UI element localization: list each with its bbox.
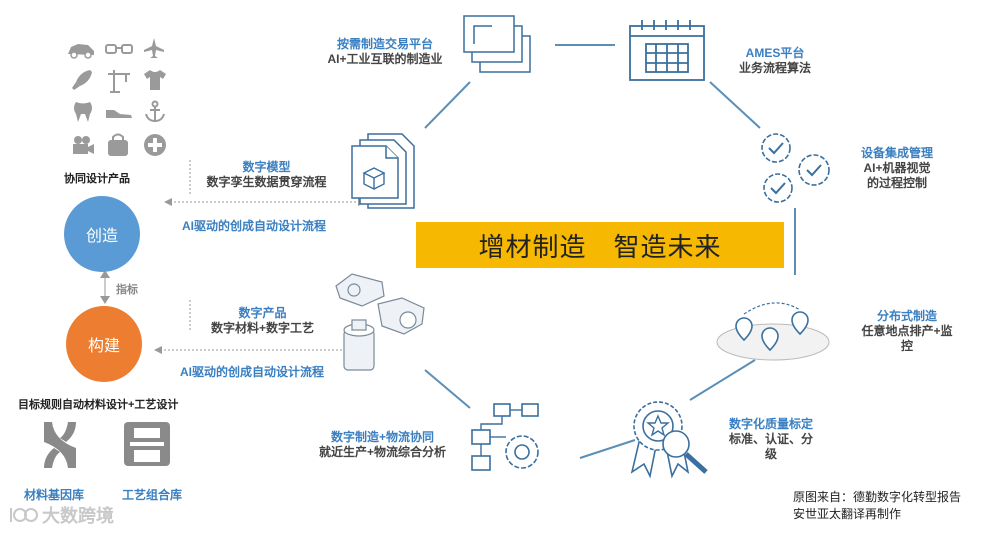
quality-subtitle-2: 级: [764, 447, 777, 461]
digital-model-subtitle: 数字孪生数据贯穿流程: [206, 175, 327, 189]
source-line-1: 原图来自：德勤数字化转型报告: [793, 490, 962, 504]
tooth-icon: [74, 102, 92, 122]
car-icon: [68, 44, 94, 59]
digital-model-title: 数字模型: [242, 160, 291, 174]
logistics-title: 数字制造+物流协同: [330, 430, 434, 444]
bag-icon: [108, 133, 128, 156]
dna-icon: [44, 422, 76, 468]
goal-label: 目标规则自动材料设计+工艺设计: [18, 399, 179, 411]
build-label: 构建: [87, 338, 120, 355]
crane-icon: [108, 70, 130, 93]
glasses-icon: [105, 44, 133, 54]
quality-subtitle-1: 标准、认证、分: [728, 432, 813, 446]
equipment-subtitle-1: AI+机器视觉: [863, 161, 931, 175]
create-label: 创造: [85, 228, 118, 245]
ames-node: AMES平台 业务流程算法: [725, 46, 825, 76]
quality-title: 数字化质量标定: [728, 417, 813, 431]
ai-flow-bottom-label: AI驱动的创成自动设计流程: [180, 365, 325, 379]
gears-check-icon: [761, 133, 830, 203]
distributed-subtitle-1: 任意地点排产+监: [861, 324, 953, 338]
material-lib-label: 材料基因库: [24, 488, 85, 502]
equipment-title: 设备集成管理: [860, 146, 933, 160]
banner-text: 增材制造 智造未来: [478, 231, 722, 262]
trading-title: 按需制造交易平台: [336, 37, 433, 51]
document-cube-icon: [351, 133, 415, 209]
distributed-subtitle-2: 控: [900, 339, 913, 353]
medical-cross-icon: [144, 134, 166, 156]
ames-subtitle: 业务流程算法: [738, 61, 811, 75]
trading-node: 按需制造交易平台 AI+工业互联的制造业: [305, 37, 465, 67]
map-pins-icon: [716, 302, 830, 361]
flowchart-gear-icon: [471, 403, 539, 471]
banner: 增材制造 智造未来: [416, 222, 784, 268]
printer-icon: [124, 422, 170, 466]
product-icon-grid: [66, 36, 170, 160]
digital-product-title: 数字产品: [238, 306, 287, 320]
trading-subtitle: AI+工业互联的制造业: [327, 52, 443, 66]
process-lib-label: 工艺组合库: [122, 488, 183, 502]
anchor-icon: [145, 100, 165, 123]
watermark: 大数跨境: [8, 502, 114, 528]
digital-product-subtitle: 数字材料+数字工艺: [210, 321, 314, 335]
rocket-icon: [72, 70, 92, 90]
tshirt-icon: [144, 70, 166, 90]
metric-label: 指标: [116, 284, 138, 296]
ames-title: AMES平台: [745, 46, 805, 60]
build-circle: 构建: [66, 306, 142, 382]
airplane-icon: [144, 38, 164, 58]
window-stack-icon: [463, 15, 531, 73]
source-line-2: 安世亚太翻译再制作: [793, 507, 902, 521]
logistics-subtitle: 就近生产+物流综合分析: [318, 445, 446, 459]
create-circle: 创造: [64, 196, 140, 272]
calendar-icon: [629, 20, 705, 81]
collab-label: 协同设计产品: [64, 173, 130, 185]
shoe-icon: [106, 110, 132, 118]
digital-product-node: 数字产品 数字材料+数字工艺: [190, 306, 335, 336]
camera-icon: [73, 136, 94, 154]
watermark-text: 大数跨境: [42, 506, 114, 526]
mechanical-parts-icon: [335, 273, 425, 371]
distributed-title: 分布式制造: [876, 309, 937, 323]
digital-model-node: 数字模型 数字孪生数据贯穿流程: [194, 160, 339, 190]
watermark-logo-icon: [10, 508, 38, 522]
quality-badge-magnifier-icon: [630, 401, 708, 479]
equipment-subtitle-2: 的过程控制: [866, 176, 927, 190]
distributed-node: 分布式制造 任意地点排产+监 控: [842, 309, 972, 354]
quality-node: 数字化质量标定 标准、认证、分 级: [716, 417, 826, 462]
logistics-node: 数字制造+物流协同 就近生产+物流综合分析: [300, 430, 465, 460]
ai-flow-top-label: AI驱动的创成自动设计流程: [182, 219, 327, 233]
source-note: 原图来自：德勤数字化转型报告 安世亚太翻译再制作: [793, 489, 961, 523]
equipment-node: 设备集成管理 AI+机器视觉 的过程控制: [842, 146, 952, 191]
